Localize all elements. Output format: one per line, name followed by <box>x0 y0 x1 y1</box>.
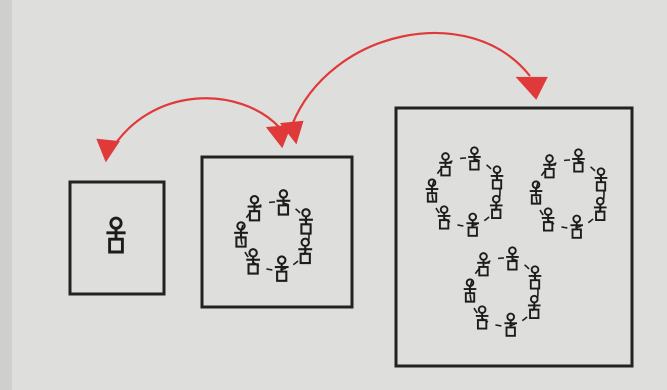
person-body <box>467 220 478 237</box>
person-figure <box>594 167 608 192</box>
panel-single-person <box>68 180 166 296</box>
people-layer <box>106 146 608 337</box>
person-figure <box>246 248 261 275</box>
person-body <box>469 153 480 171</box>
person-body <box>507 253 518 271</box>
person-body <box>529 272 541 290</box>
person-figure <box>299 208 313 235</box>
panel-frame <box>394 106 634 368</box>
person-figure <box>543 154 556 179</box>
person-body <box>595 174 607 192</box>
paper-sheet <box>12 0 667 390</box>
group-ring <box>240 201 310 271</box>
person-figure <box>527 294 541 319</box>
person-figure <box>274 255 289 282</box>
person-figure <box>247 194 262 222</box>
person-body <box>529 302 540 319</box>
group-ring <box>535 159 605 229</box>
person-body <box>505 320 516 337</box>
person-figure <box>437 205 451 230</box>
person-body <box>438 212 450 230</box>
person-body <box>464 285 476 303</box>
arrowhead-left <box>96 138 120 163</box>
person-body <box>426 185 438 203</box>
person-body <box>277 197 290 216</box>
person-body <box>440 159 451 177</box>
person-figure <box>463 278 477 303</box>
person-figure <box>570 214 584 239</box>
person-body <box>542 214 554 232</box>
person-body <box>476 312 488 330</box>
person-body <box>235 229 247 248</box>
group-ring <box>469 257 539 327</box>
person-body <box>247 256 259 275</box>
person-body <box>478 259 489 277</box>
person-figure <box>425 178 439 203</box>
person-figure <box>528 265 542 290</box>
person-body <box>530 187 542 205</box>
arrowhead-right <box>515 76 548 100</box>
person-figure <box>234 221 248 248</box>
person-body <box>571 222 582 239</box>
group-ring <box>431 157 501 227</box>
person-figure <box>276 189 291 216</box>
person-figure <box>466 212 480 237</box>
person-figure <box>439 152 452 177</box>
person-figure <box>541 207 555 232</box>
person-body <box>276 263 288 282</box>
person-figure <box>490 165 504 190</box>
person-body <box>108 227 124 254</box>
person-figure <box>298 237 313 265</box>
arrow-curve <box>109 97 281 153</box>
panel-one-circle <box>200 155 354 309</box>
person-figure <box>106 216 126 254</box>
person-figure <box>504 312 518 337</box>
person-body <box>248 203 261 222</box>
panel-frame <box>68 180 166 296</box>
arrowhead-right <box>265 124 292 149</box>
person-body <box>299 245 311 265</box>
panel-frame <box>200 155 354 309</box>
person-body <box>300 216 312 235</box>
arrowhead-left <box>279 120 304 145</box>
person-figure <box>593 196 607 221</box>
person-figure <box>475 305 489 330</box>
person-body <box>573 155 584 173</box>
arrow-curve <box>290 32 531 126</box>
person-body <box>544 161 555 179</box>
person-figure <box>468 146 481 171</box>
person-body <box>491 202 502 219</box>
arrow-single-to-circle <box>96 97 292 163</box>
panel-three-circles <box>394 106 634 368</box>
person-figure <box>572 148 585 173</box>
person-figure <box>477 252 490 277</box>
arrow-circle-to-three <box>279 32 548 145</box>
person-figure <box>489 194 503 219</box>
person-body <box>491 172 503 190</box>
person-body <box>595 204 606 221</box>
person-figure <box>529 180 543 205</box>
person-figure <box>506 246 519 271</box>
